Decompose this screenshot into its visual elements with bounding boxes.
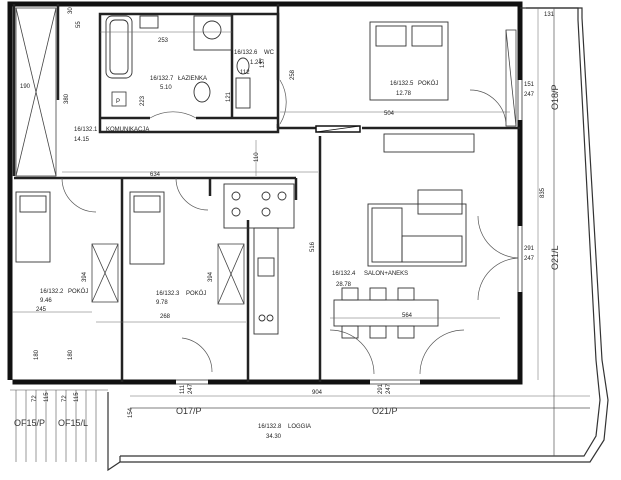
axis-o21p: O21/P: [372, 406, 398, 416]
room-name-r1: KOMUNIKACJA: [106, 127, 149, 133]
dim-72a: 72: [32, 395, 38, 402]
room-code-r1: 16/132.1: [74, 127, 98, 133]
room-area-r7: 5.10: [160, 85, 172, 91]
room-name-r8: LOGGIA: [288, 424, 311, 430]
dim-291b: 291: [378, 383, 384, 394]
room-labels: 16/132.1 KOMUNIKACJA 14.15 16/132.2 POKÓ…: [40, 50, 438, 440]
dim-394a: 394: [82, 271, 88, 282]
axis-of15p: OF15/P: [14, 418, 45, 428]
dim-253: 253: [158, 38, 169, 44]
room-code-r6: 16/132.6: [234, 50, 258, 56]
room-area-r2: 9.46: [40, 298, 52, 304]
room-area-r8: 34.30: [266, 434, 282, 440]
dim-380: 380: [64, 93, 70, 104]
room-code-r4: 16/132.4: [332, 271, 356, 277]
dim-268: 268: [160, 314, 171, 320]
room-area-r6: 1.24: [250, 60, 262, 66]
room-code-r2: 16/132.2: [40, 289, 64, 295]
dim-504: 504: [384, 111, 395, 117]
dim-223: 223: [140, 95, 146, 106]
dim-121: 121: [226, 91, 232, 102]
window-glass: [176, 80, 523, 385]
salon-furniture: [333, 133, 475, 339]
room-name-r3: POKÓJ: [186, 290, 206, 297]
wardrobes: [15, 7, 517, 305]
dim-835: 835: [540, 187, 546, 198]
dim-30: 30: [68, 7, 74, 14]
dim-180a: 180: [34, 349, 40, 360]
dim-258: 258: [290, 69, 296, 80]
windows: [7, 80, 523, 388]
loggia-outline: [107, 7, 609, 472]
dim-247a: 247: [524, 92, 535, 98]
axis-o17: O17/P: [176, 406, 202, 416]
dim-151: 151: [524, 82, 535, 88]
dim-190: 190: [20, 84, 31, 90]
dimension-lines: [12, 8, 590, 397]
room-code-r8: 16/132.8: [258, 424, 282, 430]
interior-walls: [12, 4, 520, 382]
beds: [15, 21, 449, 265]
bathroom-fixtures: [105, 15, 251, 109]
dim-111: 111: [180, 384, 186, 394]
dim-291: 291: [524, 246, 535, 252]
room-name-r5: POKÓJ: [418, 80, 438, 87]
dim-564: 564: [402, 313, 413, 319]
room-area-r4: 28.78: [336, 282, 352, 288]
dim-904: 904: [312, 390, 323, 396]
dim-115b: 115: [74, 392, 80, 402]
axis-labels: O18/P O21/L O17/P O21/P OF15/P OF15/L: [14, 84, 560, 428]
dim-115a: 115: [44, 392, 50, 402]
dim-245: 245: [36, 307, 47, 313]
dim-247b: 247: [524, 256, 535, 262]
dim-394b: 394: [208, 271, 214, 282]
room-code-r3: 16/132.3: [156, 291, 180, 297]
dimension-labels: 253 137 112 258 131 190 380 223 121 504 …: [20, 7, 555, 418]
room-area-r5: 12.78: [396, 91, 412, 97]
dim-634: 634: [150, 172, 161, 178]
dim-180b: 180: [68, 349, 74, 360]
dim-247c: 247: [188, 383, 194, 394]
room-name-r2: POKÓJ: [68, 288, 88, 295]
dim-110: 110: [254, 152, 260, 162]
dim-247d: 247: [386, 383, 392, 394]
dim-112: 112: [240, 70, 250, 76]
room-name-r7: ŁAZIENKA: [178, 76, 207, 82]
dim-131: 131: [544, 12, 555, 18]
axis-o21l: O21/L: [550, 245, 560, 270]
room-area-r3: 9.78: [156, 300, 168, 306]
dim-55: 55: [76, 21, 82, 28]
axis-o18: O18/P: [550, 84, 560, 110]
room-code-r5: 16/132.5: [390, 81, 414, 87]
room-area-r1: 14.15: [74, 137, 90, 143]
room-name-r4: SALON+ANEKS: [364, 271, 408, 277]
loggia-left-strip: [10, 389, 108, 462]
axis-of15l: OF15/L: [58, 418, 88, 428]
kitchen-counter: [223, 183, 295, 335]
dim-516: 516: [310, 241, 316, 252]
room-code-r7: 16/132.7: [150, 76, 174, 82]
room-name-r6: WC: [264, 50, 275, 56]
door-swings: [61, 79, 521, 375]
parking-marker-label: P: [116, 99, 120, 105]
outer-walls: [7, 1, 523, 385]
axis-markers: [130, 8, 590, 456]
dim-154: 154: [128, 407, 134, 418]
parking-marker-box: [111, 91, 127, 107]
dim-137: 137: [260, 57, 266, 68]
dim-72b: 72: [62, 395, 68, 402]
